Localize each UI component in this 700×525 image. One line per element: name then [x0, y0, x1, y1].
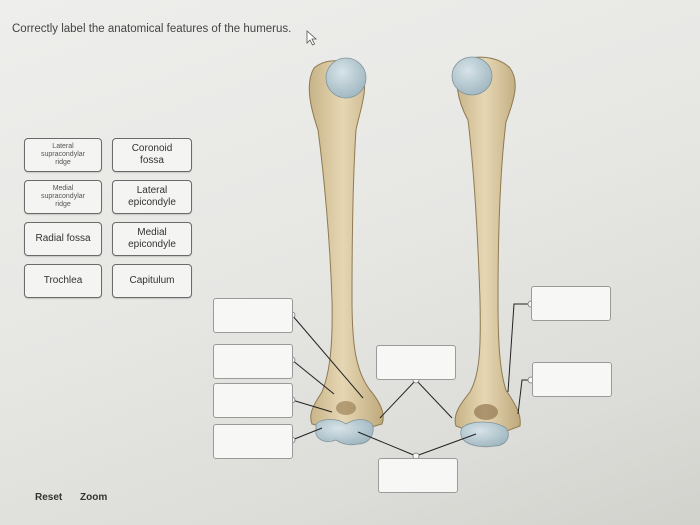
humerus-posterior-trochlea: [460, 421, 509, 448]
leader-line-2: [291, 359, 335, 395]
humerus-posterior-fossa: [474, 404, 498, 420]
drop-target-7[interactable]: [531, 286, 611, 321]
leader-lines: [291, 303, 531, 457]
humerus-anterior-fossa: [336, 401, 356, 415]
label-chip-lateral-supracondylar-ridge[interactable]: Lateral supracondylar ridge: [24, 138, 102, 172]
drop-target-3[interactable]: [213, 383, 293, 418]
leader-line-5a: [379, 379, 417, 419]
humerus-posterior-view: [451, 56, 521, 448]
humerus-anterior-head: [325, 57, 367, 99]
drop-target-4[interactable]: [213, 424, 293, 459]
zoom-button[interactable]: Zoom: [80, 492, 108, 503]
label-chip-radial-fossa[interactable]: Radial fossa: [24, 222, 102, 256]
drop-target-2[interactable]: [213, 344, 293, 379]
label-chip-trochlea[interactable]: Trochlea: [24, 264, 102, 298]
question-prompt: Correctly label the anatomical features …: [12, 23, 292, 35]
leader-line-7: [507, 303, 531, 393]
label-chip-lateral-epicondyle[interactable]: Lateral epicondyle: [112, 180, 192, 214]
leader-line-5b: [415, 379, 453, 419]
humerus-anterior-shaft: [308, 60, 384, 435]
drop-target-6[interactable]: [378, 458, 458, 493]
leader-line-1: [291, 314, 364, 399]
label-chip-capitulum[interactable]: Capitulum: [112, 264, 192, 298]
label-chip-medial-epicondyle[interactable]: Medial epicondyle: [112, 222, 192, 256]
humerus-posterior-head: [451, 56, 493, 96]
humerus-anterior-condyles: [315, 419, 374, 446]
leader-line-6a: [357, 431, 417, 457]
reset-button[interactable]: Reset: [35, 492, 63, 503]
humerus-posterior-shaft: [454, 56, 521, 439]
humerus-anterior-view: [308, 57, 384, 446]
label-chip-medial-supracondylar-ridge[interactable]: Medial supracondylar ridge: [24, 180, 102, 214]
label-chip-coronoid-fossa[interactable]: Coronoid fossa: [112, 138, 192, 172]
leader-line-6b: [415, 433, 477, 457]
drop-target-8[interactable]: [532, 362, 612, 397]
leader-line-3: [291, 399, 333, 413]
drop-target-5[interactable]: [376, 345, 456, 380]
leader-line-8: [517, 379, 531, 415]
mouse-pointer-icon: [306, 30, 318, 46]
leader-line-4: [291, 427, 323, 441]
drop-target-1[interactable]: [213, 298, 293, 333]
